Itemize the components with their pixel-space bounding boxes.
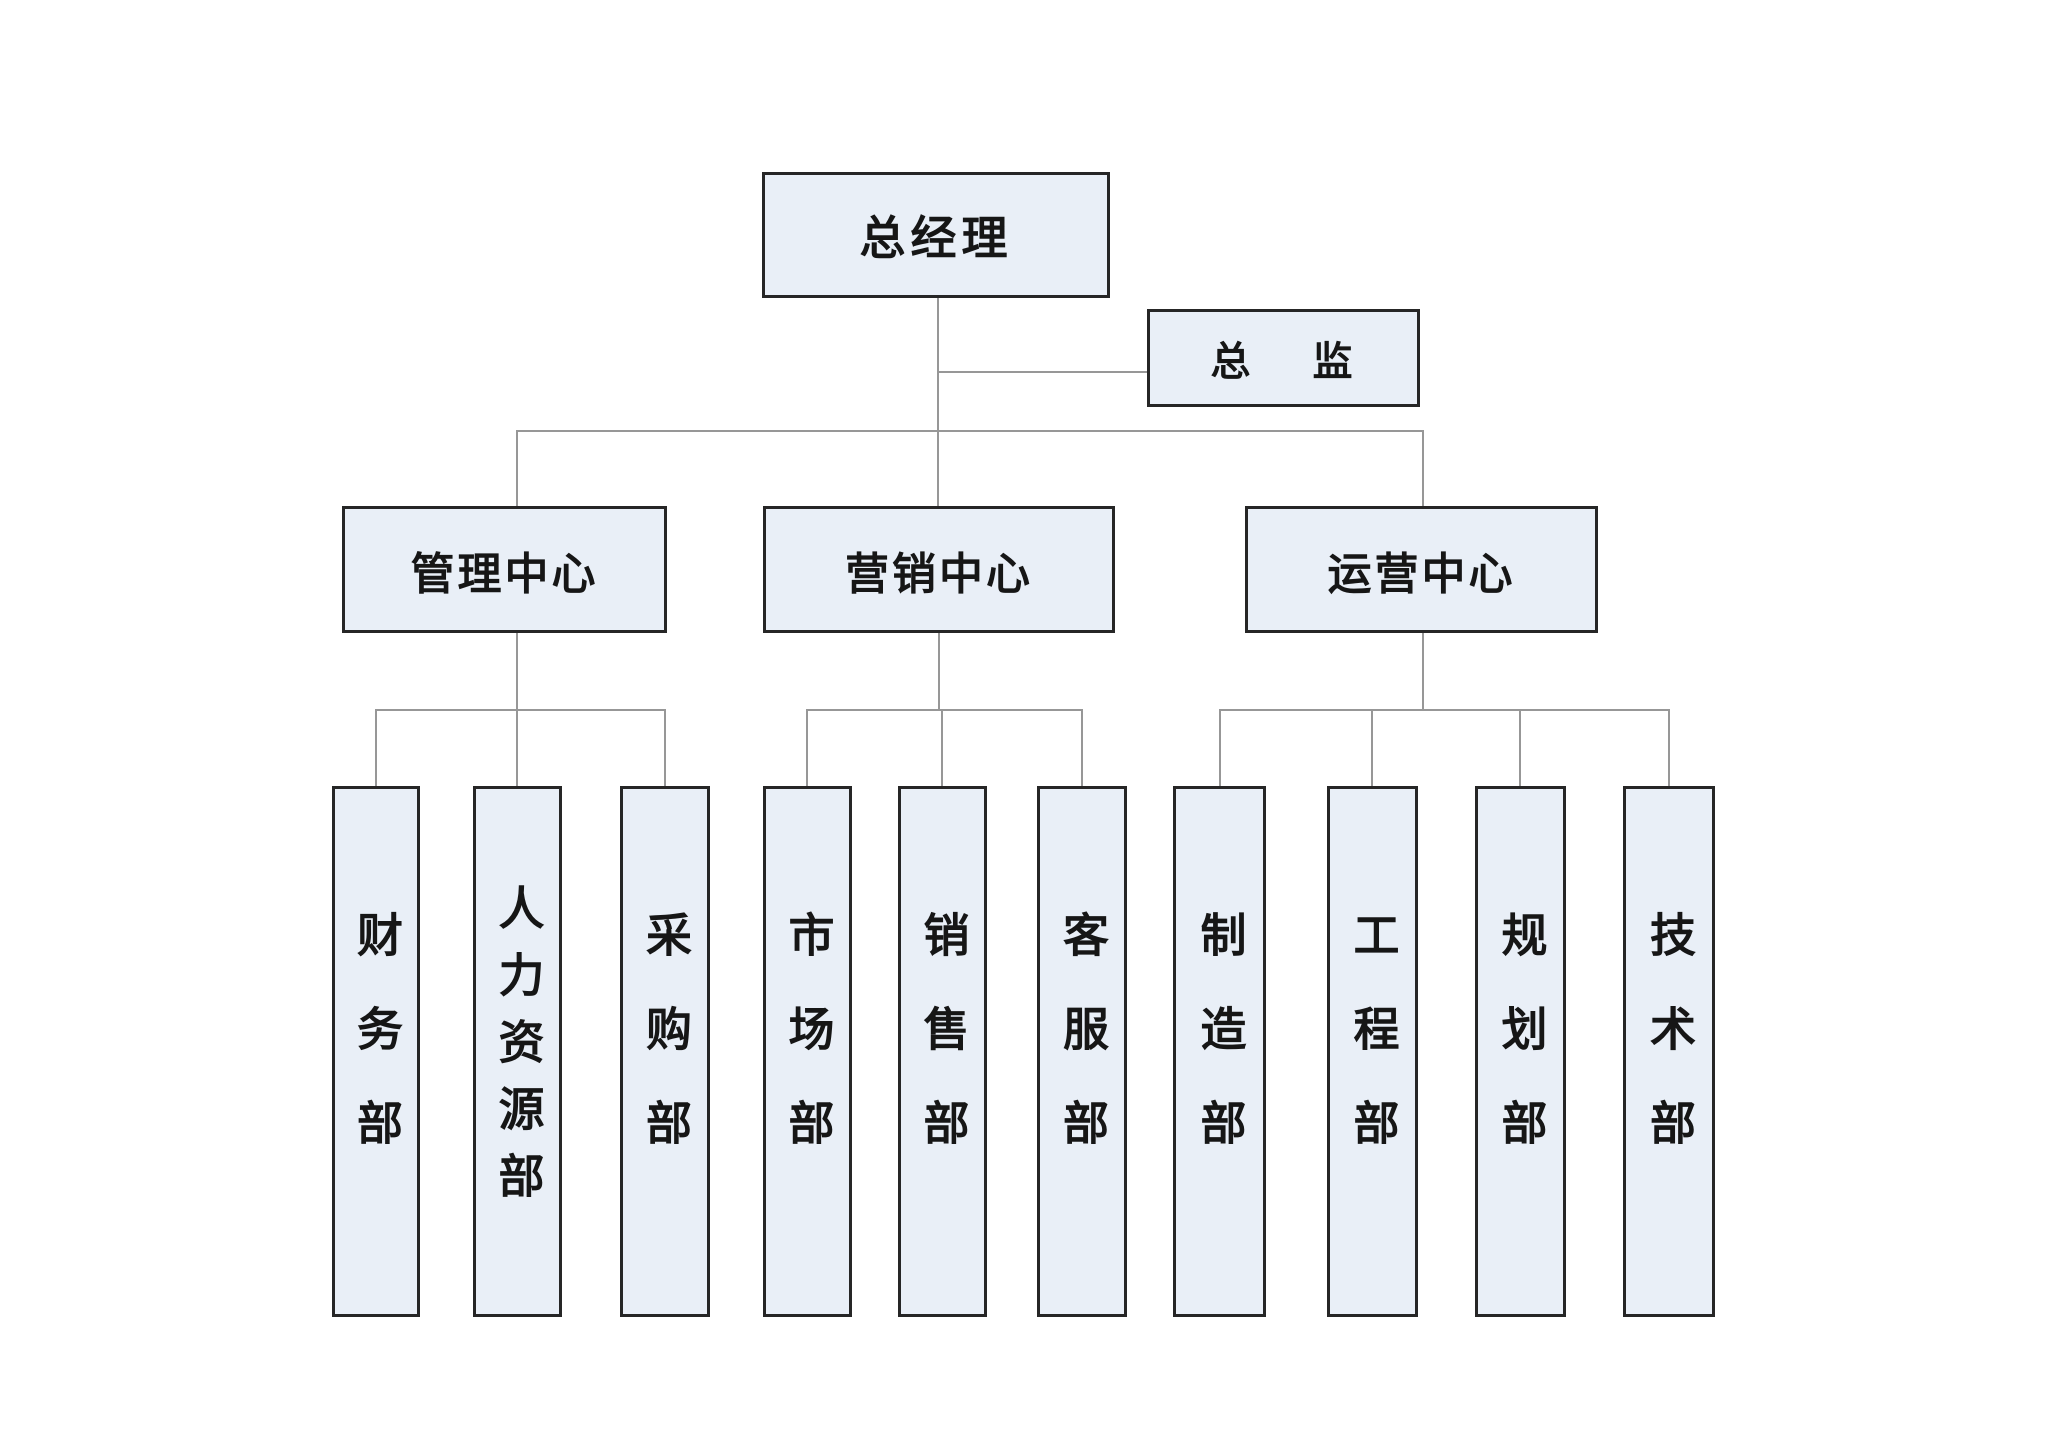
- procurement-dept-label: 采购部: [640, 910, 691, 1193]
- manufacturing-dept-label: 制造部: [1194, 910, 1246, 1193]
- connector-stub-planning: [1519, 709, 1521, 786]
- connector-root-vertical: [937, 298, 939, 507]
- connector-stub-manufacturing: [1219, 709, 1221, 786]
- director-label: 总 监: [1210, 339, 1357, 384]
- technology-dept-label: 技术部: [1644, 910, 1695, 1193]
- connector-drop-management-center: [516, 430, 518, 507]
- box-engineering-dept: 工程部: [1327, 786, 1418, 1317]
- general-manager-label: 总经理: [859, 213, 1013, 264]
- operations-center-label: 运营中心: [1327, 549, 1516, 599]
- marketing-center-label: 营销中心: [845, 549, 1033, 599]
- box-management-center: 管理中心: [342, 506, 667, 633]
- box-sales-dept: 销售部: [898, 786, 987, 1317]
- hr-dept-label: 人力资源部: [492, 884, 544, 1219]
- connector-stub-market: [806, 709, 808, 786]
- box-procurement-dept: 采购部: [620, 786, 710, 1317]
- planning-dept-label: 规划部: [1495, 910, 1547, 1193]
- connector-management-down: [516, 632, 518, 711]
- connector-stub-hr: [516, 709, 518, 786]
- connector-operations-down: [1422, 632, 1424, 711]
- connector-marketing-rail: [806, 709, 1083, 711]
- connector-director-branch: [938, 371, 1148, 373]
- connector-stub-finance: [375, 709, 377, 786]
- box-market-dept: 市场部: [763, 786, 852, 1317]
- market-dept-label: 市场部: [782, 910, 834, 1193]
- connector-stub-sales: [941, 709, 943, 786]
- management-center-label: 管理中心: [410, 549, 599, 599]
- connector-stub-engineering: [1371, 709, 1373, 786]
- box-customer-service-dept: 客服部: [1037, 786, 1127, 1317]
- connector-stub-customer-service: [1081, 709, 1083, 786]
- customer-service-dept-label: 客服部: [1057, 910, 1108, 1193]
- box-planning-dept: 规划部: [1475, 786, 1566, 1317]
- box-finance-dept: 财务部: [332, 786, 420, 1317]
- box-manufacturing-dept: 制造部: [1173, 786, 1266, 1317]
- connector-level1-rail: [516, 430, 1424, 432]
- connector-management-rail: [375, 709, 666, 711]
- box-operations-center: 运营中心: [1245, 506, 1598, 633]
- engineering-dept-label: 工程部: [1347, 910, 1399, 1193]
- box-technology-dept: 技术部: [1623, 786, 1715, 1317]
- box-hr-dept: 人力资源部: [473, 786, 562, 1317]
- sales-dept-label: 销售部: [917, 910, 969, 1193]
- box-director: 总 监: [1147, 309, 1420, 407]
- connector-marketing-down: [938, 632, 940, 711]
- finance-dept-label: 财务部: [351, 910, 402, 1193]
- box-marketing-center: 营销中心: [763, 506, 1115, 633]
- connector-operations-rail: [1219, 709, 1670, 711]
- connector-drop-operations-center: [1422, 430, 1424, 507]
- box-general-manager: 总经理: [762, 172, 1110, 298]
- connector-stub-procurement: [664, 709, 666, 786]
- connector-stub-technology: [1668, 709, 1670, 786]
